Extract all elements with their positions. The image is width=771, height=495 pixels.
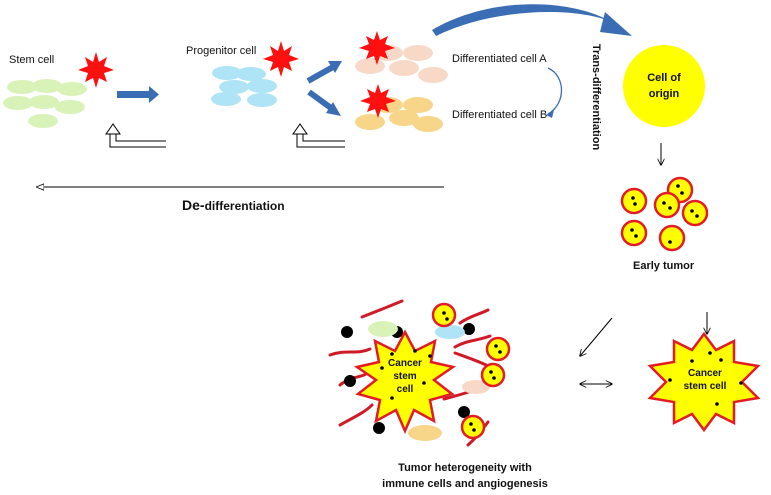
cell-of-origin — [623, 45, 705, 127]
progenitor-cell-label: Progenitor cell — [186, 45, 257, 57]
return-arrow-to-progenitor — [292, 123, 345, 148]
het-progenitor-cell — [435, 325, 465, 339]
arrow-progenitor-to-cell-a — [306, 61, 342, 84]
csc-left-label-line1: Cancer — [388, 358, 422, 369]
het-diff-cell-b — [408, 425, 442, 441]
arrow-progenitor-to-cell-b — [307, 89, 341, 116]
cancer-stem-cell-burst-right — [647, 331, 761, 433]
stem-cell-label: Stem cell — [9, 54, 55, 66]
cell-of-origin-label-line2: origin — [648, 88, 680, 100]
differentiated-cell-b-label: Differentiated cell B — [452, 109, 548, 121]
progenitor-mutation-burst — [263, 41, 299, 77]
arrow-stem-to-progenitor — [117, 86, 159, 103]
trans-differentiation-label: Trans-differentiation — [590, 43, 602, 151]
heterogeneity-label-line1: Tumor heterogeneity with — [398, 462, 532, 474]
cancer-stem-cell-left-nuclei — [380, 349, 432, 400]
cell-a-mutation-burst — [359, 31, 395, 65]
heterogeneity-label-line2: immune cells and angiogenesis — [382, 478, 548, 490]
csc-left-label-line3: cell — [396, 384, 414, 395]
cell-b-mutation-burst — [360, 84, 396, 118]
csc-right-label-line2: stem cell — [683, 381, 727, 392]
het-tumor-cells — [431, 302, 511, 440]
het-diff-cell-a — [462, 380, 490, 394]
de-differentiation-label: De-differentiation — [182, 197, 285, 213]
differentiated-cell-a-cluster — [355, 45, 448, 83]
csc-left-label-line2: stem — [393, 371, 417, 382]
de-prefix: De- — [182, 197, 205, 213]
progenitor-cell-cluster — [211, 66, 277, 107]
early-tumor-cluster — [620, 176, 709, 252]
het-stem-cell — [368, 321, 398, 337]
csc-right-label-line1: Cancer — [688, 368, 722, 379]
cell-of-origin-label-line1: Cell of — [647, 72, 681, 84]
cancer-stem-cell-right-nuclei — [668, 351, 743, 406]
arrow-tumor-to-heterogeneity — [580, 317, 613, 356]
early-tumor-label: Early tumor — [633, 260, 695, 272]
stem-cell-mutation-burst — [78, 52, 114, 88]
arrow-cell-a-to-cell-b — [547, 67, 562, 115]
return-arrow-to-stem — [105, 123, 166, 148]
trans-differentiation-arrow — [432, 4, 612, 36]
differentiated-cell-a-label: Differentiated cell A — [452, 53, 547, 65]
early-tumor-nuclei — [630, 184, 699, 244]
stem-cell-cluster — [3, 79, 87, 128]
de-suffix: differentiation — [204, 199, 285, 213]
het-tumor-nuclei — [442, 311, 502, 432]
